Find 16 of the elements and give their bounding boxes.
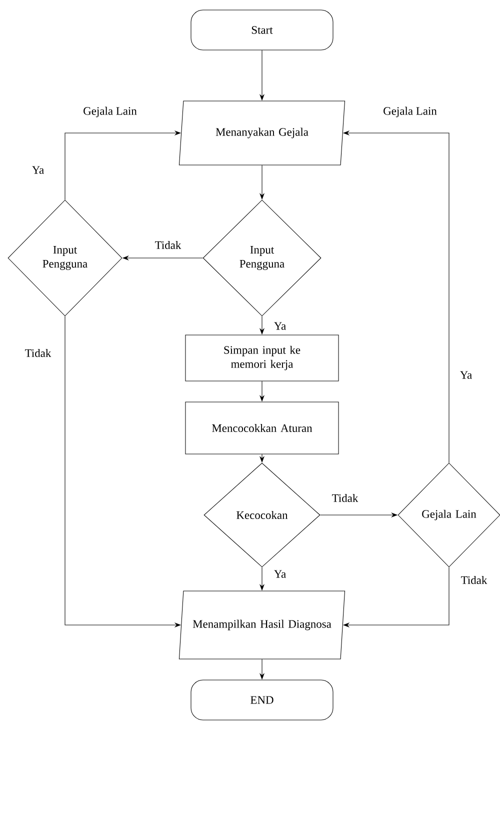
process-box: Simpan input ke memori kerja bbox=[185, 334, 339, 382]
edge-label: Tidak bbox=[155, 240, 182, 250]
edge-label: Tidak bbox=[332, 494, 358, 502]
terminal-box: END bbox=[190, 680, 334, 720]
input-output-parallelogram: Menanyakan Gejala bbox=[178, 100, 346, 166]
edge-label: Tidak bbox=[25, 348, 52, 358]
edge-label: Ya bbox=[274, 570, 286, 578]
edge-label: Gejala Lain bbox=[384, 106, 437, 118]
edge-label: Tidak bbox=[461, 576, 488, 584]
edge-label: Ya bbox=[274, 322, 286, 330]
terminal-box: Start bbox=[190, 10, 334, 50]
edge-label: Gejala Lain bbox=[84, 106, 137, 118]
branch-label: Ya bbox=[460, 371, 472, 379]
input-output-parallelogram: Menampilkan Hasil Diagnosa bbox=[178, 590, 346, 660]
branch-label: Ya bbox=[32, 166, 44, 174]
process-box: Mencocokkan Aturan bbox=[185, 402, 339, 454]
